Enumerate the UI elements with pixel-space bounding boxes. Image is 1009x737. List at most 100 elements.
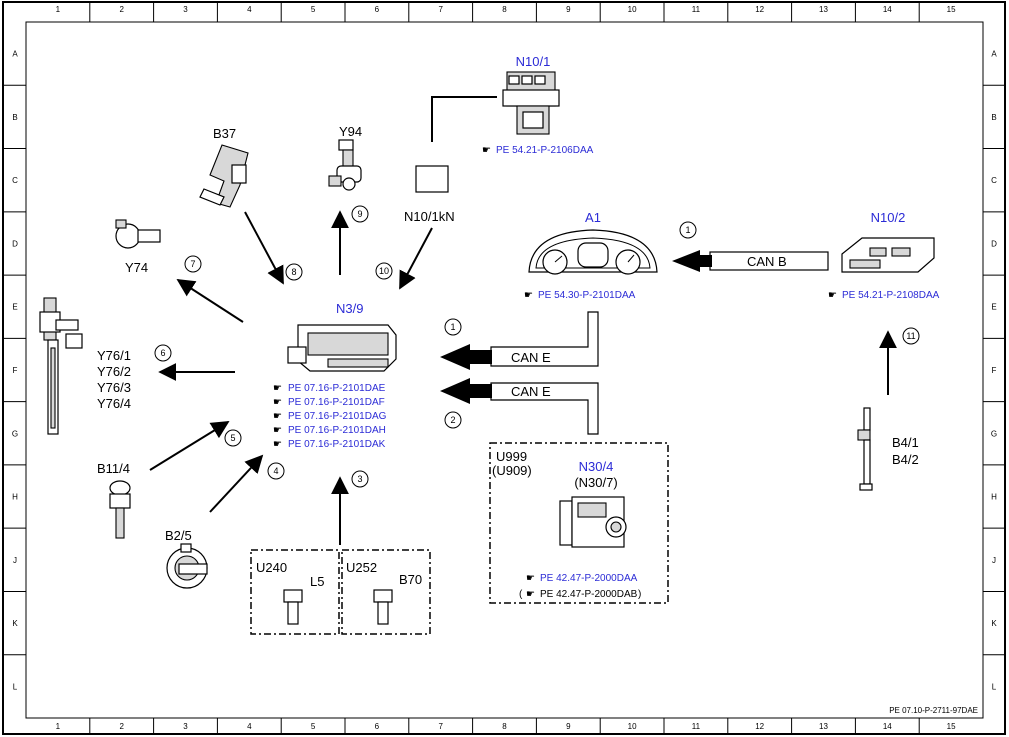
- col-label-top: 1: [56, 5, 61, 14]
- pointing-hand-icon: ☛: [828, 290, 837, 301]
- col-label-bottom: 9: [566, 722, 571, 731]
- component-n30: U999 (U909) N30/4 (N30/7) ☛ PE 42.47-P-2…: [489, 442, 669, 604]
- component-b37: B37: [199, 126, 249, 208]
- row-label-left: K: [12, 619, 18, 628]
- row-label-right: H: [991, 493, 997, 502]
- row-label-right: C: [991, 176, 997, 185]
- cam-sensor-icon: [373, 589, 393, 625]
- svg-text:7: 7: [190, 259, 195, 269]
- component-u240-u252: U240 L5 U252 B70: [250, 549, 431, 635]
- pointing-hand-icon: ☛: [524, 290, 533, 301]
- n3-9-refs: ☛ PE 07.16-P-2101DAE ☛ PE 07.16-P-2101DA…: [273, 383, 387, 450]
- col-label-top: 4: [247, 5, 252, 14]
- col-label-top: 9: [566, 5, 571, 14]
- col-label-bottom: 10: [628, 722, 637, 731]
- crank-sensor-icon: [283, 589, 303, 625]
- svg-text:4: 4: [273, 466, 278, 476]
- row-label-right: J: [992, 556, 996, 565]
- can-e-connection-1: CAN E: [440, 311, 599, 370]
- pointing-hand-icon: ☛: [273, 411, 282, 422]
- component-y74: Y74: [115, 219, 161, 275]
- svg-text:9: 9: [357, 209, 362, 219]
- svg-text:5: 5: [230, 433, 235, 443]
- injector-icon: [39, 297, 83, 435]
- col-label-bottom: 4: [247, 722, 252, 731]
- b70-label: B70: [399, 572, 422, 587]
- abs-unit-icon: [559, 496, 627, 548]
- n10-1-label: N10/1: [516, 54, 551, 69]
- svg-text:1: 1: [450, 322, 455, 332]
- row-label-left: E: [12, 303, 17, 312]
- a1-ref: PE 54.30-P-2101DAA: [538, 290, 636, 301]
- signal-arrows: [149, 210, 897, 545]
- row-label-left: D: [12, 239, 18, 248]
- pointing-hand-icon: ☛: [273, 439, 282, 450]
- col-label-top: 14: [883, 5, 892, 14]
- col-label-top: 10: [628, 5, 637, 14]
- n10-2-ref: PE 54.21-P-2108DAA: [842, 290, 940, 301]
- component-n10-1: N10/1 ☛ PE 54.21-P-2106DAA: [431, 54, 594, 156]
- valve-icon: [328, 139, 362, 191]
- svg-text:8: 8: [291, 267, 296, 277]
- col-label-bottom: 1: [56, 722, 61, 731]
- svg-text:): ): [638, 589, 641, 600]
- col-label-top: 3: [183, 5, 188, 14]
- svg-text:Y76/1: Y76/1: [97, 348, 131, 363]
- row-label-left: G: [12, 429, 18, 438]
- component-b2-5: B2/5: [165, 528, 208, 589]
- col-label-bottom: 2: [119, 722, 124, 731]
- can-b-label: CAN B: [747, 254, 787, 269]
- svg-text:2: 2: [450, 415, 455, 425]
- temperature-sensor-icon: [109, 480, 131, 539]
- row-label-left: B: [12, 113, 17, 122]
- l5-label: L5: [310, 574, 324, 589]
- col-label-bottom: 14: [883, 722, 892, 731]
- row-label-left: H: [12, 493, 18, 502]
- y94-label: Y94: [339, 124, 362, 139]
- svg-text:(: (: [519, 589, 523, 600]
- row-label-left: F: [13, 366, 18, 375]
- svg-text:PE 07.16-P-2101DAF: PE 07.16-P-2101DAF: [288, 397, 385, 408]
- sam-module-icon: [841, 237, 935, 273]
- n10-1kn-label: N10/1kN: [404, 209, 455, 224]
- svg-text:Y76/3: Y76/3: [97, 380, 131, 395]
- row-label-right: L: [992, 682, 997, 691]
- row-label-right: E: [991, 303, 996, 312]
- hfm-sensor-icon: [166, 543, 208, 589]
- svg-text:11: 11: [906, 331, 915, 341]
- n3-9-label: N3/9: [336, 301, 363, 316]
- component-n3-9: N3/9 ☛ PE 07.16-P-2101DAE ☛ PE 07.16-P-2…: [273, 301, 397, 450]
- col-label-top: 7: [438, 5, 443, 14]
- col-label-bottom: 12: [755, 722, 764, 731]
- engine-control-unit-icon: [287, 324, 397, 372]
- svg-text:Y76/2: Y76/2: [97, 364, 131, 379]
- pointing-hand-icon: ☛: [526, 589, 535, 600]
- n30-ref: PE 42.47-P-2000DAA: [540, 573, 638, 584]
- row-label-right: F: [992, 366, 997, 375]
- col-label-bottom: 8: [502, 722, 507, 731]
- n30-4-label: N30/4: [579, 459, 614, 474]
- row-label-left: C: [12, 176, 18, 185]
- row-label-right: G: [991, 429, 997, 438]
- svg-text:1: 1: [685, 225, 690, 235]
- can-e-2-label: CAN E: [511, 384, 551, 399]
- n30-ref-alt: PE 42.47-P-2000DAB: [540, 589, 638, 600]
- col-label-top: 5: [311, 5, 316, 14]
- row-label-right: K: [991, 619, 997, 628]
- level-sensor-icon: [857, 407, 873, 491]
- svg-text:PE 07.16-P-2101DAE: PE 07.16-P-2101DAE: [288, 383, 386, 394]
- row-label-right: B: [991, 113, 996, 122]
- svg-text:3: 3: [357, 474, 362, 484]
- col-label-top: 13: [819, 5, 828, 14]
- col-label-top: 12: [755, 5, 764, 14]
- n10-1-ref: PE 54.21-P-2106DAA: [496, 145, 594, 156]
- row-label-right: D: [991, 239, 997, 248]
- b2-5-label: B2/5: [165, 528, 192, 543]
- component-b11-4: B11/4: [97, 461, 131, 539]
- row-label-right: A: [991, 50, 997, 59]
- svg-text:10: 10: [379, 266, 389, 276]
- pressure-regulator-icon: [115, 219, 161, 249]
- col-label-bottom: 11: [692, 722, 701, 731]
